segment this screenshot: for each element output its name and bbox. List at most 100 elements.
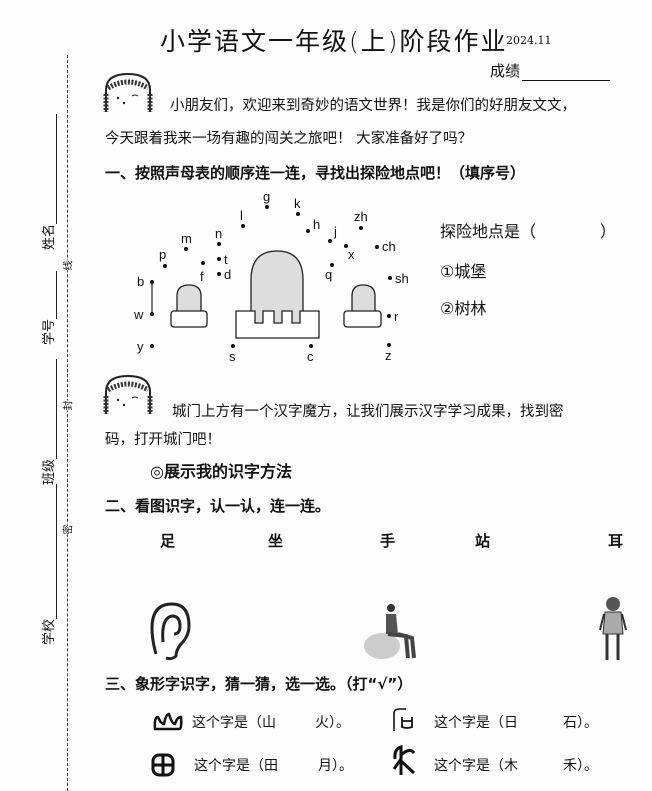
letter-j: j [333,224,337,239]
binding-dashed-line [67,55,68,791]
right-tower-base [343,310,382,328]
name-label: 姓名 [42,223,57,250]
letter-p: p [159,247,166,262]
score-label: 成绩 [490,62,521,80]
right-tower [351,284,376,316]
item-tree-alt: 禾）。 [563,758,598,774]
sitting-person-picture [364,604,416,659]
dot-f [201,261,205,265]
letter-z: z [385,348,392,363]
mascot-icon [103,374,153,414]
option-castle: ①城堡 [440,262,487,281]
dot-ch [375,245,379,249]
student-no-label: 学号 [42,318,57,345]
letter-w: w [133,307,144,322]
dot-sh [388,276,392,280]
dot-g [265,205,269,209]
dot-q [330,263,334,267]
student-no-field[interactable]: 学号 [38,270,57,345]
dot-l [241,224,245,228]
seal-mark-line: 线 [59,260,75,271]
letter-t: t [224,252,228,267]
letter-d: d [224,267,231,282]
castle-wall [235,310,320,339]
page-title: 小学语文一年级(上)阶段作业 [160,27,508,56]
letter-m: m [181,231,192,246]
char-ear: 耳 [608,532,624,550]
dot-y [150,344,154,348]
dot-d [217,272,221,276]
dot-k [296,212,300,216]
item-tree-prompt: 这个字是（木 [434,758,518,774]
dot-w [150,312,154,316]
letter-c: c [307,349,314,364]
ear-picture [150,602,191,661]
section1-heading: 一、按照声母表的顺序连一连，寻找出探险地点吧！（填序号） [105,164,526,182]
char-sit: 坐 [268,532,284,550]
dots [150,205,392,348]
score-field[interactable]: 成绩 [490,60,611,81]
standing-girl-picture [599,597,627,660]
char-hand: 手 [380,532,396,550]
school-label: 学校 [42,618,57,645]
dot-p [163,264,167,268]
item-stone-alt: 石）。 [563,715,598,731]
intro-line-2: 今天跟着我来一场有趣的闯关之旅吧！ 大家准备好了吗？ [105,131,473,147]
letter-r: r [394,309,399,324]
letter-n: n [215,226,222,241]
date: 2024.11 [506,34,552,47]
left-tower-base [170,310,208,328]
item-stone-prompt: 这个字是（日 [434,715,518,731]
letter-s: s [229,349,236,364]
letter-zh: zh [354,209,368,224]
seal-mark-seal: 封 [59,400,75,411]
dot-zh [359,226,363,230]
dot-s [231,344,235,348]
letter-ch: ch [382,239,396,254]
letter-sh: sh [395,271,409,286]
left-tower [176,284,202,316]
mascot-icon [103,72,153,112]
dot-t [217,257,221,261]
dot-h [306,229,310,233]
seal-mark-secret: 密 [59,524,75,535]
transition-line-2: 码，打开城门吧！ [105,432,221,448]
transition-line-1: 城门上方有一个汉字魔方，让我们展示汉字学习成果，找到密 [172,404,564,420]
letter-l: l [240,208,243,223]
letter-g: g [263,189,270,204]
answer-blank[interactable]: 探险地点是（ ） [440,222,617,241]
dot-n [217,242,221,246]
dot-m [184,247,188,251]
letter-b: b [137,274,144,289]
letter-f: f [200,269,204,284]
letter-y: y [137,339,144,354]
item-field-alt: 月）。 [318,758,353,774]
tree-pictograph-icon [392,745,416,775]
letter-x: x [348,247,355,262]
dot-z [387,343,391,347]
castle [250,250,304,325]
section3-heading: 三、象形字识字，猜一猜，选一选。（打“√”） [105,675,413,693]
school-field[interactable]: 学校 [38,483,57,645]
field-pictograph-icon [151,753,175,777]
item-mountain-prompt: 这个字是（山 [192,715,276,731]
item-mountain-alt: 火）。 [315,715,350,731]
letter-h: h [313,217,320,232]
class-field[interactable]: 班级 [38,358,57,485]
dot-c [309,344,313,348]
name-field[interactable]: 姓名 [38,113,57,250]
dot-b [150,280,154,284]
char-stand: 站 [475,532,491,550]
option-forest: ②树林 [440,299,487,318]
class-label: 班级 [42,458,57,485]
item-field-prompt: 这个字是（田 [194,758,278,774]
dot-r [387,314,391,318]
stone-pictograph-icon [393,708,413,731]
connect-dots-diagram: g k l h zh j n m x ch p f t d q sh b w r… [133,189,409,364]
intro-line-1: 小朋友们，欢迎来到奇妙的语文世界！我是你们的好朋友文文， [170,98,576,114]
letter-q: q [325,267,332,282]
section2-heading: 二、看图识字，认一认，连一连。 [105,497,331,515]
dot-x [344,244,348,248]
method-subheading: ◎展示我的识字方法 [150,462,292,481]
